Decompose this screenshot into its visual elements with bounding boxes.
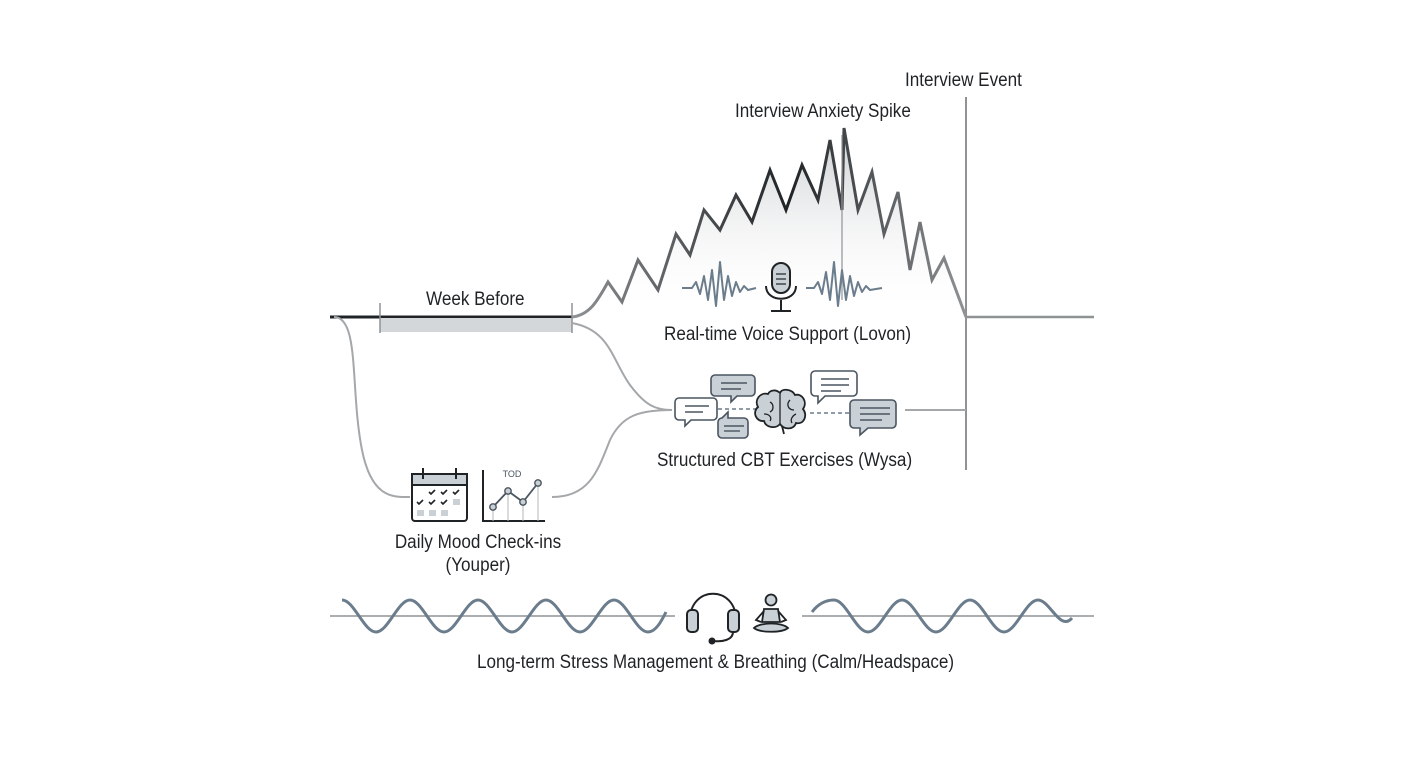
- chat-bubble-icon: [674, 397, 718, 428]
- voice-support-label: Real-time Voice Support (Lovon): [664, 324, 912, 345]
- chat-bubble-icon: [710, 374, 756, 404]
- line-chart-icon: TOD: [482, 469, 545, 522]
- anxiety-spike-area: [572, 128, 966, 317]
- headphones-icon: [686, 592, 740, 645]
- microphone-icon: [765, 262, 797, 312]
- sine-wave-left-icon: [341, 598, 668, 634]
- branch-mood-to-cbt: [551, 409, 673, 498]
- anxiety-spike-line: [571, 127, 968, 319]
- branch-to-mood: [333, 316, 411, 499]
- chat-bubble-icon: [849, 399, 897, 437]
- chart-icon-text: TOD: [503, 469, 522, 479]
- week-before-bar: [380, 318, 572, 332]
- waveform-left-icon: [682, 261, 757, 307]
- chat-bubble-icon: [717, 410, 749, 439]
- stress-management-label: Long-term Stress Management & Breathing …: [477, 652, 955, 673]
- waveform-right-icon: [806, 261, 883, 307]
- interview-event-label: Interview Event: [905, 70, 1022, 91]
- brain-icon: [754, 388, 807, 435]
- mood-checkins-label: Daily Mood Check-ins (Youper): [388, 531, 568, 577]
- mood-checkins-label-line2: (Youper): [445, 555, 511, 576]
- week-before-label: Week Before: [426, 289, 525, 310]
- sine-wave-right-icon: [810, 598, 1074, 634]
- cbt-exercises-label: Structured CBT Exercises (Wysa): [657, 450, 913, 471]
- mood-checkins-label-line1: Daily Mood Check-ins: [394, 532, 562, 553]
- calendar-icon: [411, 468, 468, 522]
- chat-bubble-icon: [810, 370, 858, 405]
- meditation-icon: [752, 593, 790, 633]
- branch-week-to-cbt: [571, 322, 673, 411]
- anxiety-spike-label: Interview Anxiety Spike: [735, 101, 911, 122]
